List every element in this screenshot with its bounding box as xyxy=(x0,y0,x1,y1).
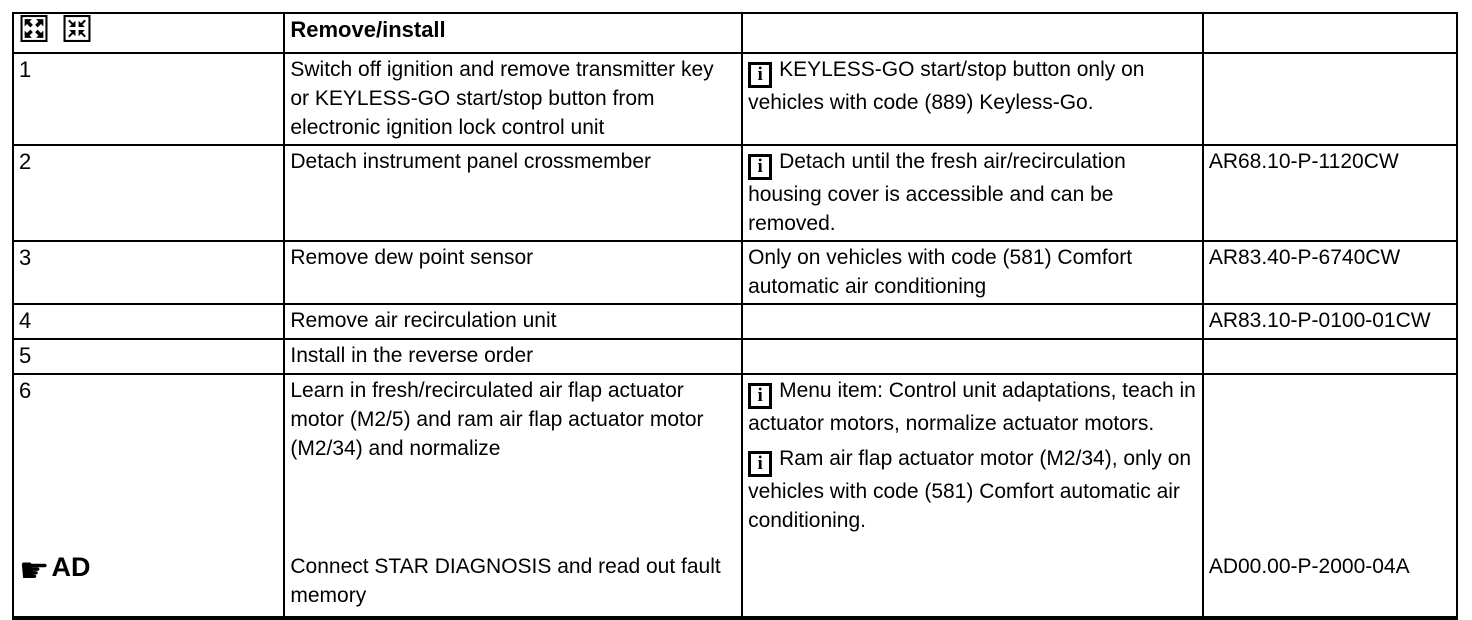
step-cell: 6 ☛AD xyxy=(11,373,286,620)
step-number: 3 xyxy=(19,245,32,270)
table-row: 1 Switch off ignition and remove transmi… xyxy=(11,52,1459,146)
info-icon: i xyxy=(748,62,773,88)
step-cell: 1 xyxy=(11,52,286,146)
step-cell: 2 xyxy=(11,144,286,242)
expand-all-icon[interactable] xyxy=(19,15,49,50)
info-icon: i xyxy=(748,383,773,409)
step-description: Learn in fresh/recirculated air flap act… xyxy=(290,379,704,460)
ad-marker-label: AD xyxy=(51,552,91,582)
step-number: 2 xyxy=(19,149,32,174)
notes-cell xyxy=(741,338,1204,375)
step-cell: 5 xyxy=(11,338,286,375)
ad-description-block: Connect STAR DIAGNOSIS and read out faul… xyxy=(290,552,735,614)
notes-cell xyxy=(741,303,1204,340)
notes-cell: Only on vehicles with code (581) Comfort… xyxy=(741,240,1204,305)
step-number: 1 xyxy=(19,57,32,82)
step-cell: 4 xyxy=(11,303,286,340)
step-description: Detach instrument panel crossmember xyxy=(290,150,652,173)
document-code: AR83.10-P-0100-01CW xyxy=(1208,309,1431,332)
code-cell: AR83.10-P-0100-01CW xyxy=(1201,303,1459,340)
header-icons-cell xyxy=(11,12,286,54)
header-row: Remove/install xyxy=(11,12,1459,54)
step-description: Remove air recirculation unit xyxy=(290,309,557,332)
table-row: 5 Install in the reverse order xyxy=(11,338,1459,375)
note-text: Detach until the fresh air/recirculation… xyxy=(748,150,1126,235)
step-number: 5 xyxy=(19,343,32,368)
collapse-all-icon[interactable] xyxy=(62,15,92,50)
ad-code-block: AD00.00-P-2000-04A xyxy=(1209,552,1450,614)
header-code-cell xyxy=(1201,12,1459,54)
note: Only on vehicles with code (581) Comfort… xyxy=(748,243,1196,301)
info-icon: i xyxy=(748,154,773,180)
description-cell: Detach instrument panel crossmember xyxy=(283,144,744,242)
note-text: Menu item: Control unit adaptations, tea… xyxy=(748,379,1196,435)
ad-description: Connect STAR DIAGNOSIS and read out faul… xyxy=(290,555,721,607)
document-code: AR68.10-P-1120CW xyxy=(1208,150,1399,173)
code-cell xyxy=(1201,338,1459,375)
note-text: KEYLESS-GO start/stop button only on veh… xyxy=(748,58,1145,114)
description-cell: Remove dew point sensor xyxy=(283,240,744,305)
table-row: 4 Remove air recirculation unit AR83.10-… xyxy=(11,303,1459,340)
step-description: Install in the reverse order xyxy=(290,344,534,367)
pointing-hand-icon: ☛ xyxy=(19,551,52,591)
remove-install-procedure-table: Remove/install 1 Switch off ignition and… xyxy=(11,12,1459,620)
step-description: Switch off ignition and remove transmitt… xyxy=(290,58,714,139)
ad-marker-block: ☛AD xyxy=(19,552,277,614)
step-cell: 3 xyxy=(11,240,286,305)
note-text: Only on vehicles with code (581) Comfort… xyxy=(748,246,1133,298)
header-notes-cell xyxy=(741,12,1204,54)
header-title-cell: Remove/install xyxy=(283,12,744,54)
description-cell: Install in the reverse order xyxy=(283,338,744,375)
code-cell: AR68.10-P-1120CW xyxy=(1201,144,1459,242)
description-cell: Learn in fresh/recirculated air flap act… xyxy=(283,373,744,620)
code-cell: AR83.40-P-6740CW xyxy=(1201,240,1459,305)
table-title: Remove/install xyxy=(290,17,446,42)
code-cell: AD00.00-P-2000-04A xyxy=(1201,373,1459,620)
description-cell: Remove air recirculation unit xyxy=(283,303,744,340)
document-code: AR83.40-P-6740CW xyxy=(1208,246,1401,269)
note-text: Ram air flap actuator motor (M2/34), onl… xyxy=(748,447,1192,532)
step-description: Remove dew point sensor xyxy=(290,246,534,269)
code-cell xyxy=(1201,52,1459,146)
step-number: 6 xyxy=(19,378,32,403)
step-number: 4 xyxy=(19,308,32,333)
description-cell: Switch off ignition and remove transmitt… xyxy=(283,52,744,146)
info-icon: i xyxy=(748,451,773,477)
table-row: 3 Remove dew point sensor Only on vehicl… xyxy=(11,240,1459,305)
table-row: 6 ☛AD Learn in fresh/recirculated air fl… xyxy=(11,373,1459,620)
document-code: AD00.00-P-2000-04A xyxy=(1208,555,1410,578)
